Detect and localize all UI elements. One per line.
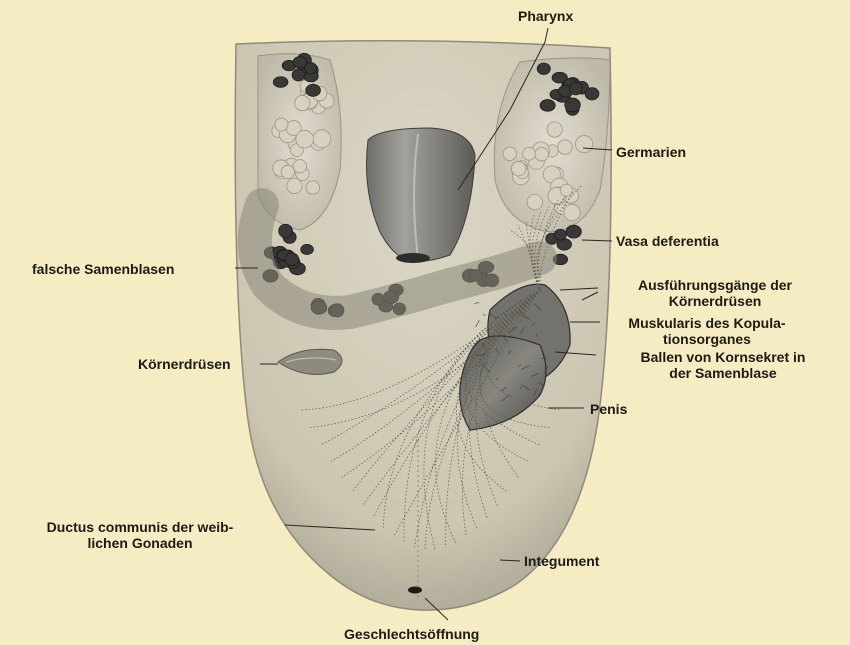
label-muskularis: Muskularis des Kopula- tionsorganes xyxy=(592,315,822,347)
label-geschlechtsoeffnung: Geschlechtsöffnung xyxy=(344,626,479,642)
label-falsche-samenblasen: falsche Samenblasen xyxy=(32,261,174,277)
label-ballen-kornsekret: Ballen von Kornsekret in der Samenblase xyxy=(600,349,846,381)
label-ausfuehrungsgaenge: Ausführungsgänge der Körnerdrüsen xyxy=(600,277,830,309)
genital-opening xyxy=(408,587,422,594)
label-germarien: Germarien xyxy=(616,144,686,160)
label-pharynx: Pharynx xyxy=(518,8,573,24)
label-penis: Penis xyxy=(590,401,627,417)
label-integument: Integument xyxy=(524,553,599,569)
label-vasa-deferentia: Vasa deferentia xyxy=(616,233,719,249)
label-koernerdruesen: Körnerdrüsen xyxy=(138,356,231,372)
label-ductus-communis: Ductus communis der weib- lichen Gonaden xyxy=(4,519,276,551)
